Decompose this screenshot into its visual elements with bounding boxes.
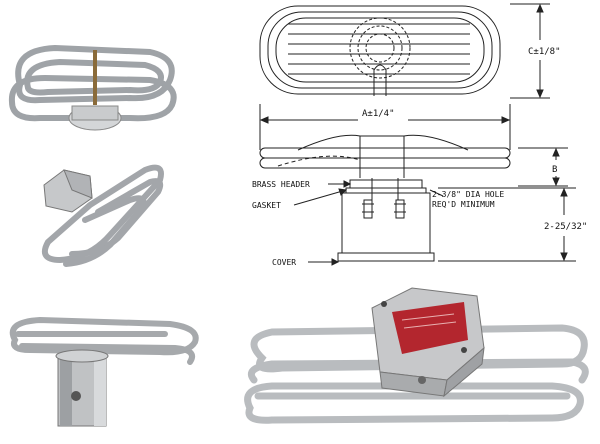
side-view-element	[259, 134, 511, 178]
dim-c-label: C±1/8"	[528, 47, 561, 57]
technical-drawing: C±1/8" A±1/4" B 2-25/32" BRASS HEADER GA…	[252, 3, 587, 267]
heater-photo-top-left	[0, 30, 185, 140]
dim-height-label: 2-25/32"	[544, 222, 587, 232]
junction-box	[337, 178, 435, 262]
gasket-label: GASKET	[252, 201, 281, 210]
dim-b-label: B	[552, 165, 557, 175]
hole-label-line2: REQ'D MINIMUM	[432, 200, 495, 209]
heater-photo-bottom-left	[0, 300, 210, 444]
top-view-element	[259, 5, 501, 96]
heater-photo-large	[232, 268, 600, 444]
dim-a-label: A±1/4"	[362, 109, 395, 119]
cover-label: COVER	[272, 258, 296, 267]
hole-label-line1: 2-3/8" DIA HOLE	[432, 190, 504, 199]
brass-header-label: BRASS HEADER	[252, 180, 310, 189]
heater-photo-middle-left	[30, 150, 180, 270]
